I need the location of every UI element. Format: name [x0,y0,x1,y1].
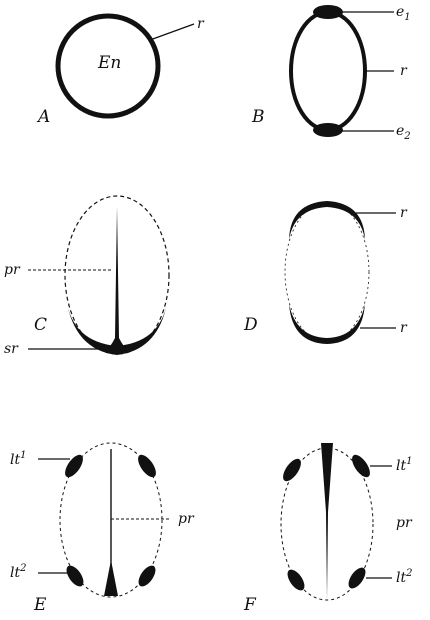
panel-d-upper-ring [289,201,365,240]
panel-c: pr sr C [4,195,170,357]
panel-a-interior-label: En [97,53,121,73]
panel-c-sr-label: sr [4,341,19,357]
panel-f: lt1 pr lt2 F [243,443,413,615]
panel-d-letter: D [243,315,258,335]
panel-c-pr-label: pr [4,262,21,278]
panel-f-pr-label: pr [396,515,413,531]
panel-e-lower-right-lt [138,565,156,587]
panel-e-lt2-label: lt2 [10,563,26,581]
panel-c-outline [64,195,170,355]
panel-c-sickle [66,298,168,355]
panel-f-letter: F [243,595,257,615]
panel-f-lower-right-lt [348,567,366,589]
panel-b-top-thickening [313,5,343,19]
panel-a-ring-leader [149,23,195,41]
panel-e-lower-left-lt [66,565,84,587]
panel-a-letter: A [36,107,50,127]
panel-e-outline [59,442,163,598]
panel-b-ring [289,10,367,132]
panel-d: r r D [243,201,408,344]
panel-d-lower-ring [289,304,365,344]
panel-d-upper-label: r [400,205,408,221]
panel-a-ring [55,13,161,119]
panel-f-upper-left-lt [283,458,301,482]
panel-c-letter: C [34,315,47,335]
panel-e: lt1 pr lt2 E [10,442,195,615]
panel-f-lt1-label: lt1 [396,456,412,474]
panel-d-outline [284,201,370,343]
panel-f-streak [321,443,333,600]
panel-e-pr-label: pr [178,511,195,527]
panel-b-ring-label: r [400,63,408,79]
panel-f-lt2-label: lt2 [396,568,412,586]
panel-f-upper-right-lt [352,454,370,478]
panel-e-streak-base [104,560,118,596]
panel-c-primitive-streak [104,206,130,352]
panel-e-lt1-label: lt1 [10,450,26,468]
panel-b-bottom-thickening [313,123,343,137]
panel-d-lower-label: r [400,320,408,336]
panel-a: r En A [36,13,205,127]
panel-e-letter: E [33,595,47,615]
panel-b-bottom-label: e2 [396,123,411,142]
panel-e-upper-right-lt [138,454,156,478]
panel-b-letter: B [251,107,265,127]
panel-b: e1 r e2 B [251,4,411,142]
panel-e-upper-left-lt [65,454,83,478]
panel-f-lower-left-lt [287,569,305,591]
panel-b-top-label: e1 [396,4,411,23]
panel-a-ring-label: r [197,16,205,32]
